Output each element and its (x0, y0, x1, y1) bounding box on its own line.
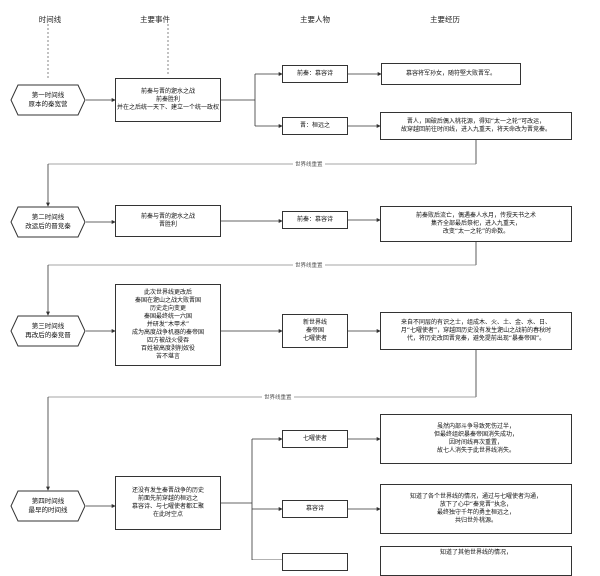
experience-4c-line-1: 知道了其他世界线的情况， (439, 549, 512, 556)
event-3-line-2: 秦国在淝山之战大败晋国 (134, 297, 201, 304)
timeline-node-4: 第四时间线最早的时间线 (10, 490, 86, 522)
event-3-line-8: 百姓被高度剥削奴役 (140, 345, 195, 352)
figure-1b-label: 晋：桓远之 (299, 122, 330, 129)
figure-box-1b: 晋：桓远之 (282, 117, 348, 135)
experience-4a-line-2: 但最终组织暴秦帝国消失成功， (433, 431, 518, 438)
figure-3-line-1: 新世界线 (302, 319, 327, 326)
event-4-line-1: 还没有发生秦晋战争的历史 (131, 487, 204, 494)
experience-box-4b: 知道了各个世界线的情况，通过与七曜使者沟通， 放下了心中“秦竞晋”执念， 最终独… (380, 484, 572, 534)
figure-4b-label: 慕容诗 (305, 505, 324, 512)
event-box-2: 前秦与晋的淝水之战 晋胜利 (115, 205, 221, 237)
event-3-line-5: 并研发“木甲术” (146, 321, 190, 328)
event-3-line-7: 四方被战火侵吞 (146, 337, 189, 344)
header-experiences: 主要经历 (430, 15, 460, 24)
figure-1a-label: 前秦：慕容诗 (296, 70, 333, 77)
event-4-line-3: 慕容诗、与七曜使者都汇聚 (131, 503, 204, 510)
figure-box-2: 前秦：慕容诗 (282, 211, 348, 229)
experience-4b-line-2: 放下了心中“秦竞晋”执念， (439, 501, 513, 508)
event-3-line-3: 历史走向变更 (149, 305, 186, 312)
timeline-1-line-1: 第一时间线 (31, 91, 65, 99)
experience-box-1b: 晋人，国破后偶入桃花源，得知“太一之轮”可改运， 故穿越回前往时间线，进入九重天… (380, 112, 572, 140)
experience-4a-line-3: 因时间线再次重置， (448, 439, 503, 446)
figure-3-line-2: 秦帝国 (305, 327, 324, 334)
event-3-line-9: 苦不堪言 (155, 353, 180, 360)
separator-label-1: 世界线重置 (293, 160, 325, 168)
timeline-node-1: 第一时间线原本的秦宽营 (10, 84, 86, 116)
figure-box-4a: 七曜使者 (282, 430, 348, 448)
experience-2-line-1: 前秦败后流亡，偶遇秦人水月，传授天书之术 (415, 212, 536, 219)
timeline-node-2: 第二时间线改运后的晋竞秦 (10, 206, 86, 238)
event-1-line-2: 前秦胜利 (155, 96, 180, 103)
event-box-1: 前秦与晋的淝水之战 前秦胜利 并在之后统一天下、建立一个统一政权 (115, 78, 221, 122)
experience-4b-line-4: 共归世外桃源。 (454, 517, 497, 524)
timeline-3-line-2: 再改后的秦竞晋 (25, 331, 71, 339)
experience-box-4a: 虽然内部斗争导致死伤过半， 但最终组织暴秦帝国消失成功， 因时间线再次重置， 故… (380, 414, 572, 464)
timeline-diagram: 时间线 主要事件 主要人物 主要经历 第一时间线原本的秦宽营 前秦与晋的淝水之战… (10, 15, 572, 576)
experience-4a-line-4: 故七人消失于此世界线消失。 (436, 447, 515, 454)
header-events: 主要事件 (140, 15, 170, 24)
experience-box-3: 来自不同层的有识之士，组成木、火、土、金、水、日、 月“七曜使者”，穿越回历史没… (380, 312, 572, 350)
event-1-line-1: 前秦与晋的淝水之战 (140, 88, 195, 95)
event-3-line-4: 秦国最终统一六国 (143, 313, 192, 320)
experience-1b-line-1: 晋人，国破后偶入桃花源，得知“太一之轮”可改运， (406, 118, 546, 125)
event-box-4: 还没有发生秦晋战争的历史 前面先前穿越的桓远之 慕容诗、与七曜使者都汇聚 在此时… (115, 476, 221, 530)
figure-box-4c (282, 553, 348, 571)
experience-1b-line-2: 故穿越回前往时间线，进入九重天，将天命改为晋竞秦。 (400, 126, 551, 133)
figure-4a-label: 七曜使者 (302, 435, 327, 442)
figure-box-4b: 慕容诗 (282, 500, 348, 518)
experience-4a-line-1: 虽然内部斗争导致死伤过半， (436, 423, 515, 430)
experience-2-line-3: 改变“太一之轮”的命数。 (442, 228, 510, 235)
event-4-line-4: 在此时空点 (152, 511, 183, 518)
event-3-line-6: 成为高度战争机器的秦帝国 (131, 329, 204, 336)
timeline-1-line-2: 原本的秦宽营 (28, 100, 68, 108)
experience-box-2: 前秦败后流亡，偶遇秦人水月，传授天书之术 集齐全部最后祭祀，进入九重天， 改变“… (380, 206, 572, 242)
figure-3-line-3: 七曜使者 (302, 335, 327, 342)
experience-box-1a: 慕容将军孙女，随符堅大败晋军。 (381, 63, 521, 85)
event-1-line-3: 并在之后统一天下、建立一个统一政权 (117, 104, 220, 111)
event-2-line-2: 晋胜利 (158, 221, 177, 228)
experience-3-line-1: 来自不同层的有识之士，组成木、火、土、金、水、日、 (400, 319, 551, 326)
experience-box-4c: 知道了其他世界线的情况， (380, 546, 572, 576)
timeline-2-line-1: 第二时间线 (31, 213, 65, 221)
experience-4b-line-1: 知道了各个世界线的情况，通过与七曜使者沟通， (409, 493, 542, 500)
event-box-3: 此次世界线更改后 秦国在淝山之战大败晋国 历史走向变更 秦国最终统一六国 并研发… (115, 284, 221, 366)
timeline-3-line-1: 第三时间线 (31, 322, 65, 330)
figure-box-1a: 前秦：慕容诗 (282, 65, 348, 83)
event-3-line-1: 此次世界线更改后 (143, 289, 192, 296)
separator-label-3: 世界线重置 (262, 393, 294, 401)
event-2-line-1: 前秦与晋的淝水之战 (140, 213, 195, 220)
timeline-2-line-2: 改运后的晋竞秦 (25, 222, 71, 230)
timeline-4-line-1: 第四时间线 (31, 497, 65, 505)
timeline-node-3: 第三时间线再改后的秦竞晋 (10, 315, 86, 347)
separator-label-2: 世界线重置 (293, 261, 325, 269)
experience-3-line-2: 月“七曜使者”，穿越回历史没有发生淝山之战前的春秋时 (400, 327, 552, 334)
figure-box-3: 新世界线 秦帝国 七曜使者 (282, 314, 348, 348)
figure-2-label: 前秦：慕容诗 (296, 216, 333, 223)
experience-3-line-3: 代，将历史改回晋竞秦，避免提前出现“暴秦帝国”。 (406, 335, 546, 342)
experience-2-line-2: 集齐全部最后祭祀，进入九重天， (430, 220, 521, 227)
timeline-4-line-2: 最早的时间线 (28, 506, 68, 514)
experience-1a-line-1: 慕容将军孙女，随符堅大败晋军。 (405, 70, 496, 77)
experience-4b-line-3: 最终独守千年的勇主桓远之， (436, 509, 515, 516)
header-timeline: 时间线 (38, 15, 62, 24)
header-figures: 主要人物 (300, 15, 330, 24)
event-4-line-2: 前面先前穿越的桓远之 (137, 495, 198, 502)
